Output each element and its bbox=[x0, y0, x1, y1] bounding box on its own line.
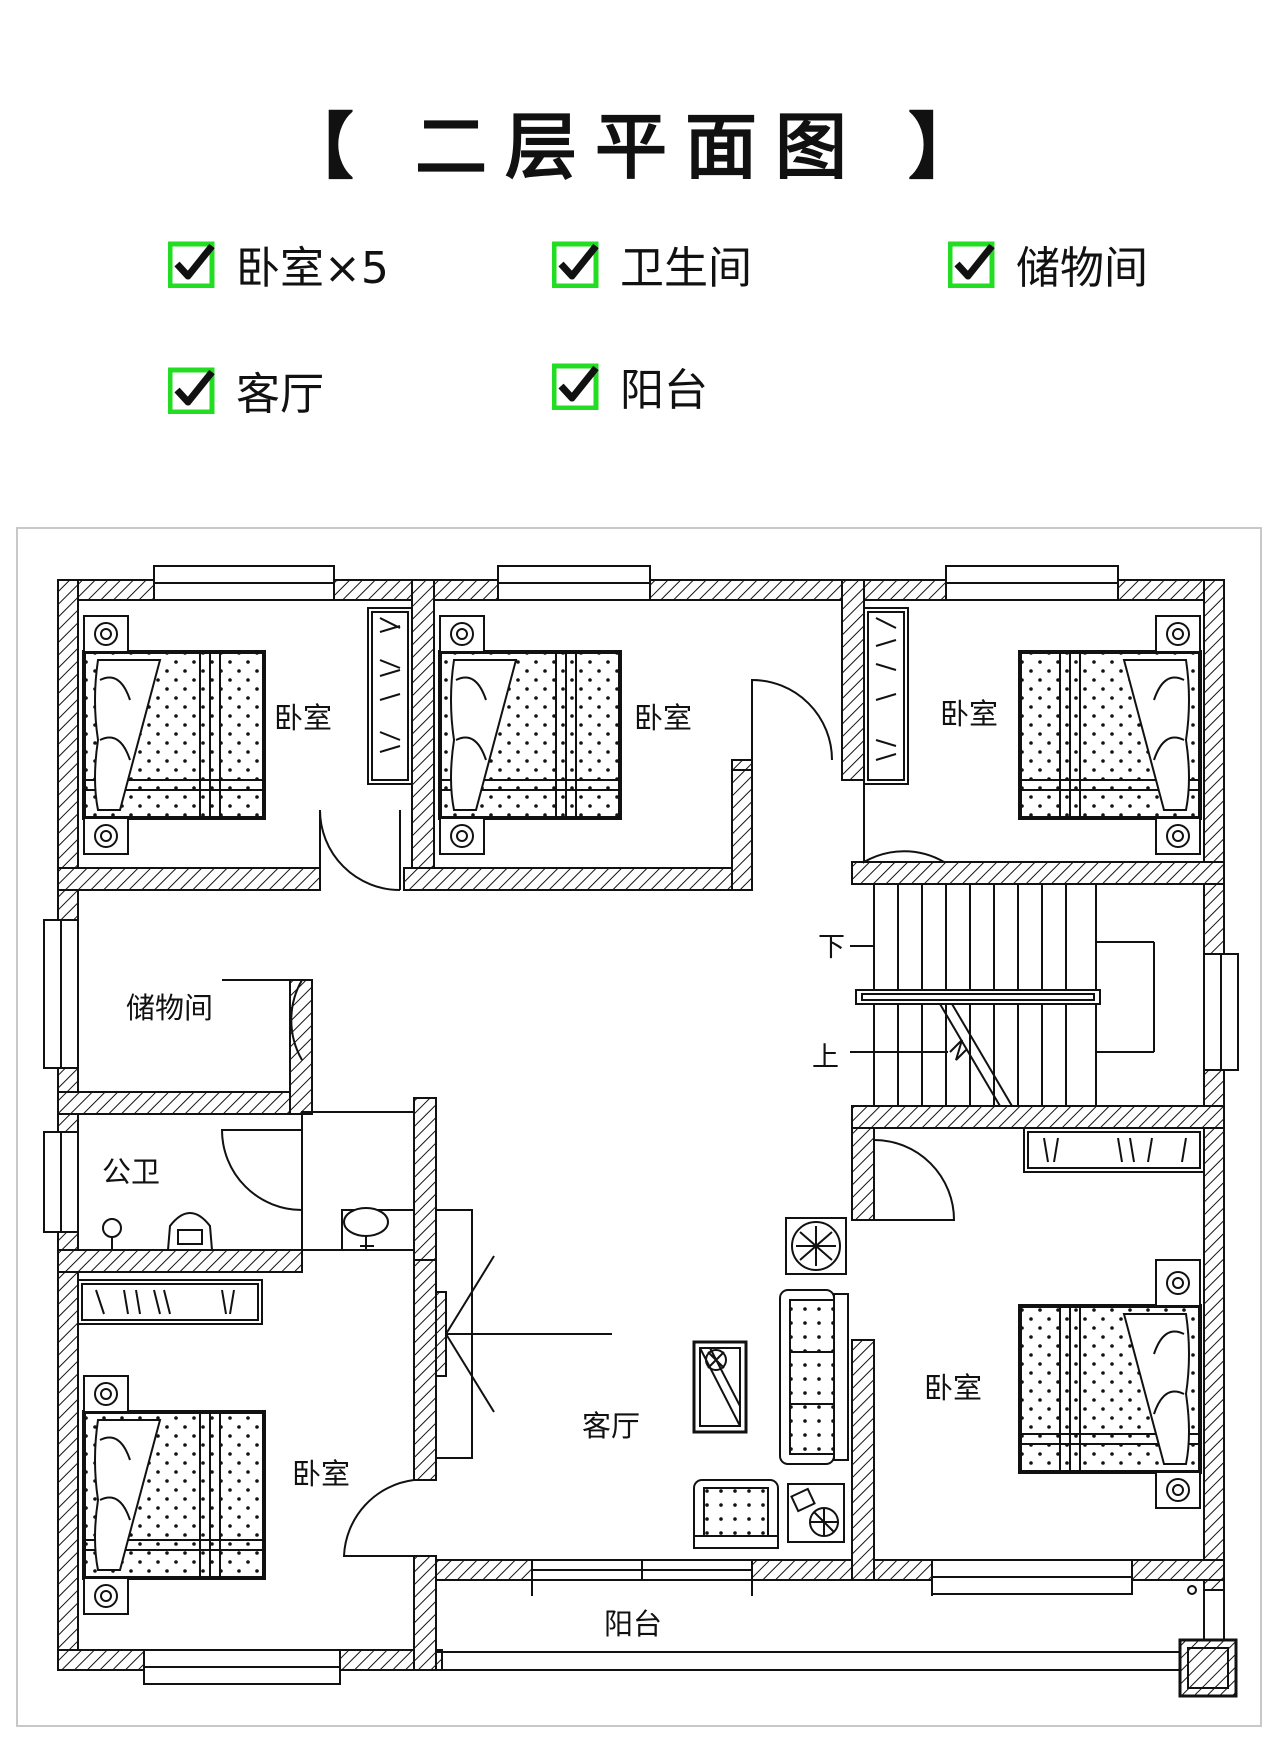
room-label-bedroom-sw: 卧室 bbox=[292, 1457, 350, 1491]
room-label-balcony: 阳台 bbox=[604, 1607, 662, 1641]
room-label-storage: 储物间 bbox=[126, 991, 213, 1025]
room-label-bedroom-ne: 卧室 bbox=[940, 697, 998, 731]
hangers bbox=[95, 617, 1187, 1315]
bed-ne bbox=[1018, 615, 1202, 855]
bed-sw bbox=[82, 1375, 266, 1615]
feature-living-room: 客厅 bbox=[168, 358, 324, 422]
room-labels: 卧室 卧室 卧室 储物间 公卫 卧室 客厅 卧室 阳台 下 上 bbox=[102, 697, 998, 1641]
staircase bbox=[850, 883, 1155, 1107]
stair-label-up: 上 bbox=[812, 1042, 839, 1073]
living-furniture bbox=[692, 1217, 849, 1549]
feature-label: 客厅 bbox=[236, 369, 324, 420]
feature-label: 卫生间 bbox=[620, 243, 752, 294]
checkbox-checked-icon bbox=[948, 241, 995, 288]
stair-label-down: 下 bbox=[818, 932, 845, 963]
checkbox-checked-icon bbox=[552, 241, 599, 288]
feature-label: 卧室×5 bbox=[236, 243, 389, 294]
room-label-bedroom-nw: 卧室 bbox=[274, 701, 332, 735]
feature-bedrooms: 卧室×5 bbox=[168, 232, 389, 296]
room-label-bedroom-n: 卧室 bbox=[634, 701, 692, 735]
room-label-toilet: 公卫 bbox=[102, 1155, 160, 1189]
checkbox-checked-icon bbox=[168, 367, 215, 414]
checkbox-checked-icon bbox=[552, 363, 599, 410]
plan-frame bbox=[16, 527, 1262, 1727]
feature-label: 阳台 bbox=[620, 365, 708, 416]
feature-label: 储物间 bbox=[1016, 243, 1148, 294]
feature-storage: 储物间 bbox=[948, 232, 1148, 296]
page-title: 【 二层平面图 】 bbox=[281, 105, 999, 189]
windows bbox=[43, 565, 1239, 1685]
bed-se bbox=[1018, 1259, 1202, 1509]
feature-balcony: 阳台 bbox=[552, 354, 708, 418]
feature-bathroom: 卫生间 bbox=[552, 232, 752, 296]
room-label-living: 客厅 bbox=[582, 1409, 640, 1443]
doors bbox=[220, 678, 956, 1557]
bed-nw bbox=[82, 615, 266, 855]
balcony-railing bbox=[436, 1580, 1238, 1698]
checkbox-checked-icon bbox=[168, 241, 215, 288]
room-label-bedroom-se: 卧室 bbox=[924, 1371, 982, 1405]
bed-n bbox=[438, 615, 622, 855]
interior-walls bbox=[57, 579, 1225, 1671]
toilet-fixtures bbox=[102, 1111, 415, 1251]
